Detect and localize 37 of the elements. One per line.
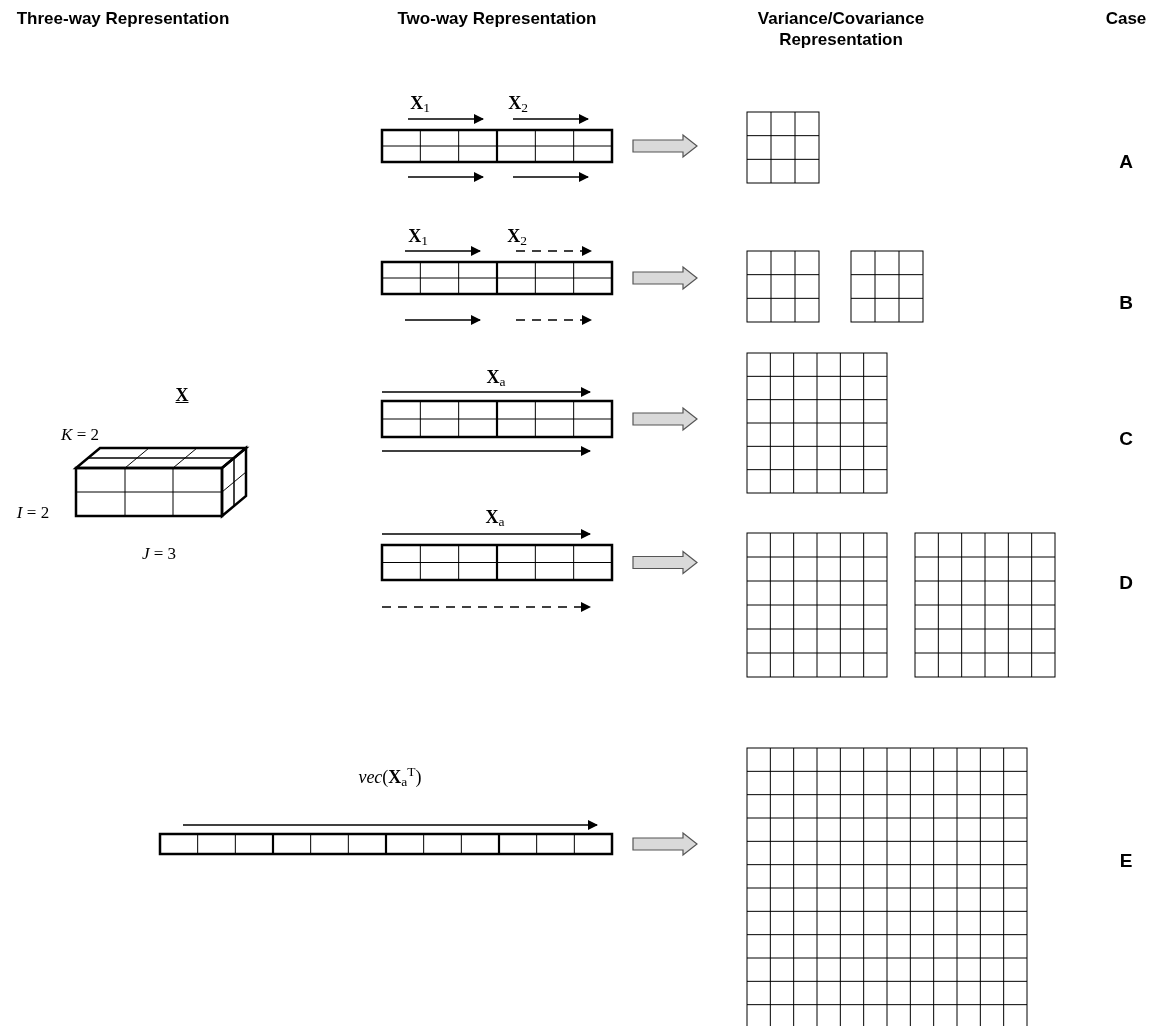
case-letter: D bbox=[1119, 571, 1133, 595]
covariance-matrix bbox=[747, 112, 819, 183]
matrix-label: X$_{1}$ bbox=[408, 225, 428, 247]
data-matrix bbox=[382, 130, 612, 162]
dimension-label: I = 2 bbox=[16, 502, 50, 524]
covariance-matrix bbox=[747, 533, 887, 677]
case-letter: C bbox=[1119, 427, 1133, 451]
data-matrix bbox=[382, 262, 612, 294]
data-matrix bbox=[382, 401, 612, 437]
matrix-label: vec(X$_{a}$$^{T}$) bbox=[358, 766, 422, 788]
matrix-label: X$_{1}$ bbox=[410, 92, 430, 114]
matrix-label: X$_{2}$ bbox=[508, 92, 528, 114]
dimension-label: K = 2 bbox=[61, 424, 99, 446]
block-arrow bbox=[632, 133, 698, 159]
covariance-matrix bbox=[851, 251, 923, 322]
case-letter: A bbox=[1119, 150, 1133, 174]
dimension-label: J = 3 bbox=[141, 543, 177, 565]
covariance-matrix bbox=[747, 251, 819, 322]
data-matrix bbox=[382, 545, 612, 580]
block-arrow bbox=[632, 831, 698, 857]
data-matrix bbox=[160, 834, 612, 854]
case-letter: B bbox=[1119, 291, 1133, 315]
block-arrow bbox=[632, 550, 698, 575]
matrix-label: X$_{a}$ bbox=[485, 506, 505, 528]
array-label: X bbox=[175, 384, 189, 407]
block-arrow bbox=[632, 265, 698, 291]
covariance-matrix bbox=[747, 353, 887, 493]
column-header: Variance/Covariance Representation bbox=[756, 8, 926, 50]
column-header: Two-way Representation bbox=[396, 8, 598, 29]
block-arrow bbox=[632, 406, 698, 432]
column-header: Three-way Representation bbox=[15, 8, 231, 29]
case-letter: E bbox=[1119, 849, 1133, 873]
covariance-matrix bbox=[915, 533, 1055, 677]
covariance-matrix bbox=[747, 748, 1027, 1026]
matrix-label: X$_{2}$ bbox=[507, 225, 527, 247]
matrix-label: X$_{a}$ bbox=[486, 366, 506, 388]
column-header: Case bbox=[1104, 8, 1148, 29]
